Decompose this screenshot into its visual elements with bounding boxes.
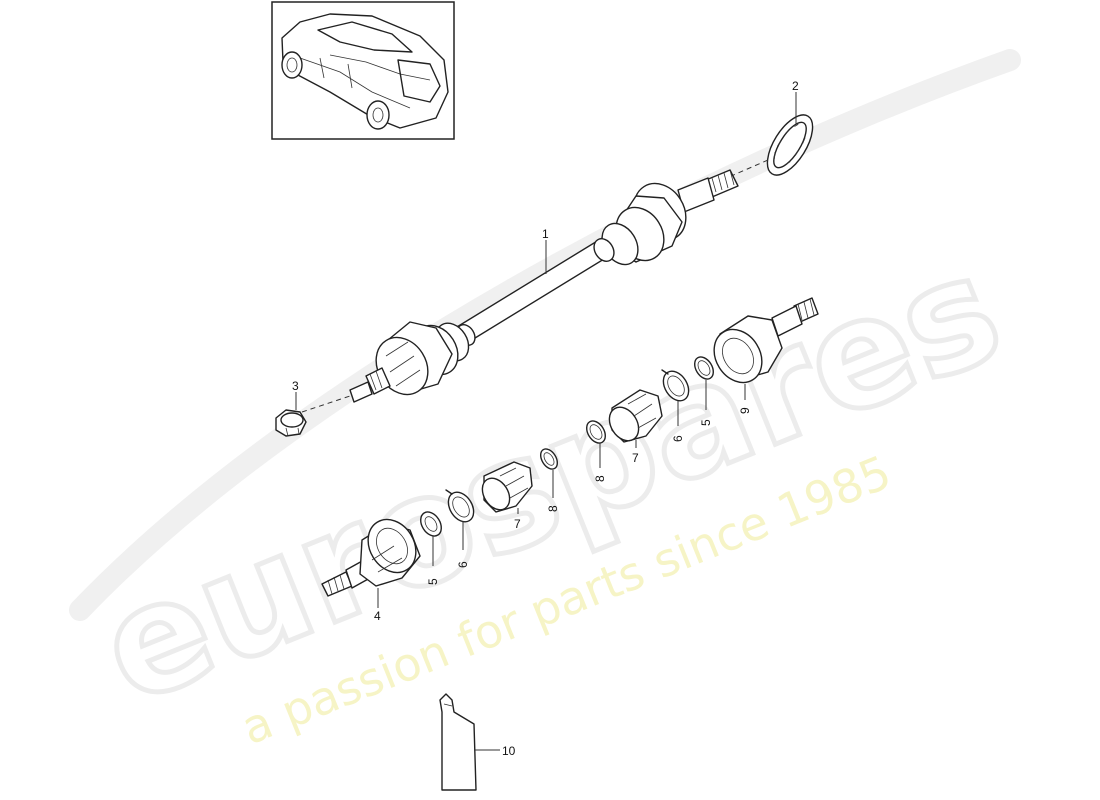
callout-7-right: 7 [632,451,639,465]
part-4-cv-joint [321,518,421,597]
callout-8-left: 8 [546,505,560,512]
part-6-clamp-left [445,489,475,523]
watermark: eurospares a passion for parts since 198… [69,49,1025,755]
callout-5-right: 5 [699,419,713,426]
callout-6-left: 6 [456,561,470,568]
part-8-clamp-right [586,420,606,444]
callout-10: 10 [502,744,516,758]
callout-6-right: 6 [671,435,685,442]
part-10-grease-tube [439,693,477,791]
part-2-seal-ring [766,114,814,176]
callouts: 2 1 3 4 5 6 7 8 8 7 6 5 9 10 [292,79,799,758]
callout-1: 1 [542,227,549,241]
callout-4: 4 [374,609,381,623]
part-1-drive-shaft [301,159,769,413]
part-7-boot-right [608,389,663,443]
callout-8-right: 8 [593,475,607,482]
part-7-boot-left [481,461,533,513]
leader-lines [295,92,797,751]
watermark-swoosh [69,49,1021,621]
car-thumbnail-icon [271,1,455,140]
part-3-collar-nut [275,409,307,437]
callout-9: 9 [738,407,752,414]
callout-5-left: 5 [426,578,440,585]
part-5-circlip-right [694,356,714,380]
part-8-clamp-left [539,448,559,470]
part-9-cv-joint [713,297,819,384]
callout-3: 3 [292,379,299,393]
part-6-clamp-right [661,369,690,402]
callout-2: 2 [792,79,799,93]
part-5-circlip-left [420,511,442,537]
callout-7-left: 7 [514,517,521,531]
